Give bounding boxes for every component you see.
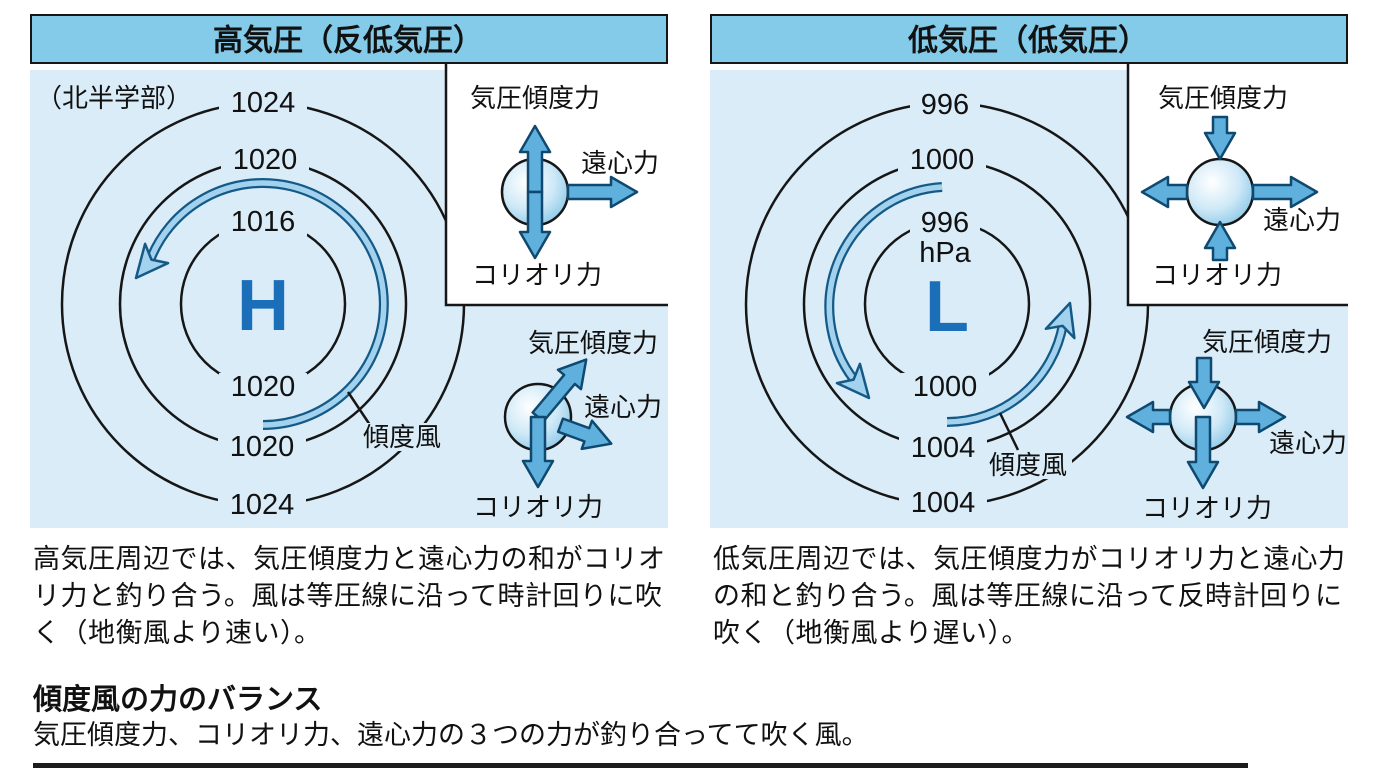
force-label-centrifugal: 遠心力 xyxy=(1263,205,1341,235)
centrifugal-arrow xyxy=(1251,175,1319,209)
gradient-wind-pointer xyxy=(346,391,372,426)
gradient-wind-label: 傾度風 xyxy=(363,422,441,452)
centrifugal-arrow xyxy=(566,175,639,209)
coriolis-arrow xyxy=(1186,415,1220,490)
footer-heading: 傾度風の力のバランス xyxy=(33,684,323,716)
coriolis-arrow xyxy=(521,415,555,489)
cropped-content-strip xyxy=(33,763,1248,768)
force-label-coriolis: コリオリ力 xyxy=(1152,260,1282,290)
hemisphere-note: （北半学部） xyxy=(36,83,192,113)
force-label-centrifugal: 遠心力 xyxy=(584,392,662,422)
force-label-centrifugal: 遠心力 xyxy=(1269,428,1347,458)
coriolis-arrow xyxy=(518,190,552,260)
wind-arrowhead xyxy=(134,242,170,280)
isobar-label: 1004 xyxy=(911,487,976,519)
isobar-label: 996 xyxy=(921,89,969,121)
panel-header xyxy=(710,14,1348,64)
outward-arrow xyxy=(1125,400,1172,434)
wind-arrowhead xyxy=(1044,301,1076,340)
force-label-pgf: 気圧傾度力 xyxy=(1158,83,1288,113)
isobar-label: 1016 xyxy=(231,206,296,238)
isobar-label: 996 xyxy=(921,207,969,239)
panel-header xyxy=(30,14,668,64)
high-pressure-caption: 高気圧周辺では、気圧傾度力と遠心力の和がコリオリ力と釣り合う。風は等圧線に沿って… xyxy=(33,544,666,648)
high-pressure-panel: 1024 1020 1016 1020 1020 1024 傾度風 H （北半学… xyxy=(30,14,668,528)
force-label-pgf: 気圧傾度力 xyxy=(1202,327,1332,357)
force-label-coriolis: コリオリ力 xyxy=(472,260,602,290)
wind-arrow xyxy=(146,180,387,428)
isobar-label: 1004 xyxy=(911,432,976,464)
air-parcel-ball xyxy=(1185,157,1255,227)
force-label-coriolis: コリオリ力 xyxy=(473,492,603,522)
pressure-gradient-arrow xyxy=(531,358,588,423)
isobar-label: 1020 xyxy=(231,371,296,403)
isobar-label: 1020 xyxy=(233,144,298,176)
force-box-border xyxy=(1126,64,1348,307)
isobar-label: 1000 xyxy=(910,144,975,176)
pressure-unit-label: hPa xyxy=(919,237,971,269)
centrifugal-arrow xyxy=(1234,400,1287,434)
low-symbol: L xyxy=(925,267,969,347)
panel-title: 低気圧（低気圧） xyxy=(907,24,1148,58)
high-symbol: H xyxy=(237,266,289,346)
low-pressure-caption: 低気圧周辺では、気圧傾度力がコリオリ力と遠心力の和と釣り合う。風は等圧線に沿って… xyxy=(713,544,1346,648)
force-box-border xyxy=(444,64,668,307)
isobar-label: 1020 xyxy=(230,431,295,463)
low-pressure-panel: 996 1000 996 hPa 1000 1004 1004 傾度風 xyxy=(710,14,1348,528)
outward-arrow xyxy=(1140,175,1189,209)
isobar-label: 1024 xyxy=(231,87,296,119)
pressure-gradient-arrow xyxy=(1187,356,1221,410)
isobar-label: 1024 xyxy=(230,489,295,521)
panel-title: 高気圧（反低気圧） xyxy=(213,24,483,58)
wind-arrow xyxy=(826,184,943,383)
force-label-pgf: 気圧傾度力 xyxy=(470,83,600,113)
coriolis-arrow xyxy=(1203,220,1237,262)
isobar-label: 1000 xyxy=(913,371,978,403)
pressure-gradient-arrow xyxy=(518,124,552,194)
gradient-wind-pointer xyxy=(998,412,1020,451)
centrifugal-arrow xyxy=(556,417,613,451)
wind-arrowhead xyxy=(835,362,871,400)
force-label-coriolis: コリオリ力 xyxy=(1142,493,1272,523)
force-label-centrifugal: 遠心力 xyxy=(581,148,659,178)
high-pressure-figure: 1024 1020 1016 1020 1020 1024 傾度風 H （北半学… xyxy=(30,14,668,528)
force-label-pgf: 気圧傾度力 xyxy=(528,328,658,358)
gradient-wind-label: 傾度風 xyxy=(989,450,1067,480)
footer-body: 気圧傾度力、コリオリ力、遠心力の３つの力が釣り合ってて吹く風。 xyxy=(33,720,869,750)
low-pressure-figure: 996 1000 996 hPa 1000 1004 1004 傾度風 xyxy=(710,14,1348,528)
wind-arrow xyxy=(946,323,1066,425)
pressure-gradient-arrow xyxy=(1203,115,1237,161)
